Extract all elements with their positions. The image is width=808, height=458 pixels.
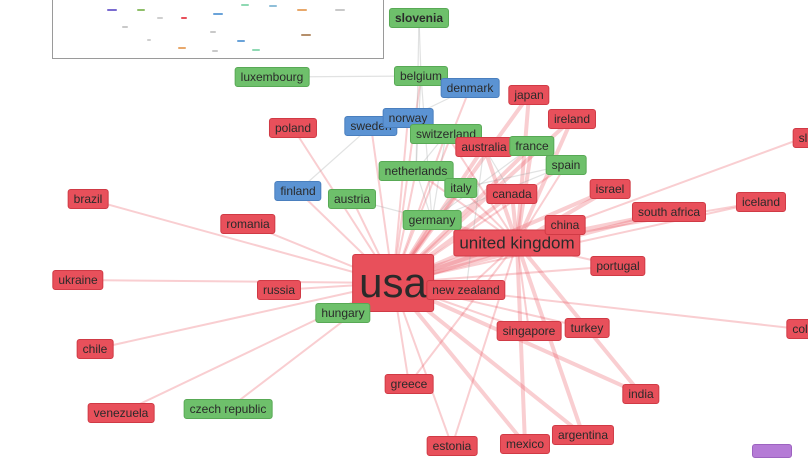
node-india[interactable]: india — [622, 384, 660, 404]
node-netherlands[interactable]: netherlands — [378, 161, 454, 181]
node-romania[interactable]: romania — [220, 214, 276, 234]
minimap-node — [237, 40, 245, 42]
node-australia[interactable]: australia — [455, 137, 513, 157]
node-russia[interactable]: russia — [256, 280, 302, 300]
node-brazil[interactable]: brazil — [67, 189, 109, 209]
edge-usa-denmark — [392, 87, 471, 284]
node-germany[interactable]: germany — [402, 210, 462, 230]
node-estonia[interactable]: estonia — [426, 436, 478, 456]
minimap-node — [181, 17, 187, 19]
node-italy[interactable]: italy — [444, 178, 478, 198]
edge-sweden-finland — [297, 125, 372, 192]
edge-uk-estonia — [451, 242, 518, 447]
minimap-node — [297, 9, 307, 11]
node-new-zealand[interactable]: new zealand — [426, 280, 506, 300]
node-ireland[interactable]: ireland — [547, 109, 597, 129]
edge-uk-mexico — [515, 242, 527, 445]
node-france[interactable]: france — [509, 136, 555, 156]
edge-uk-japan — [515, 94, 531, 244]
node-spain[interactable]: spain — [545, 155, 587, 175]
minimap-node — [213, 13, 223, 15]
edge-uk-singapore — [516, 242, 530, 332]
node-finland[interactable]: finland — [274, 181, 322, 201]
node-slovenia[interactable]: slovenia — [388, 8, 450, 28]
edge-germany-france — [431, 145, 533, 221]
node-partial-sl[interactable]: sl — [792, 128, 808, 148]
node-venezuela[interactable]: venezuela — [87, 403, 155, 423]
node-sweden[interactable]: sweden — [344, 116, 398, 136]
minimap-node — [147, 39, 151, 41]
node-iceland[interactable]: iceland — [735, 192, 787, 212]
node-austria[interactable]: austria — [327, 189, 377, 209]
node-usa[interactable]: usa — [352, 254, 434, 312]
node-japan[interactable]: japan — [508, 85, 550, 105]
node-greece[interactable]: greece — [384, 374, 434, 394]
node-portugal[interactable]: portugal — [590, 256, 646, 276]
minimap-node — [107, 9, 117, 11]
node-argentina[interactable]: argentina — [551, 425, 615, 445]
edge-uk-greece — [408, 242, 518, 385]
node-israel[interactable]: israel — [589, 179, 631, 199]
edge-uk-ireland — [515, 118, 574, 244]
node-ukraine[interactable]: ukraine — [52, 270, 104, 290]
node-mexico[interactable]: mexico — [499, 434, 551, 454]
minimap-node — [335, 9, 345, 11]
node-belgium[interactable]: belgium — [393, 66, 449, 86]
node-chile[interactable]: chile — [76, 339, 114, 359]
node-south-africa[interactable]: south africa — [631, 202, 707, 222]
edge-usa-ukraine — [77, 279, 394, 284]
node-uk[interactable]: united kingdom — [453, 229, 581, 257]
edge-usa-chile — [94, 282, 394, 350]
node-china[interactable]: china — [544, 215, 586, 235]
minimap-node — [241, 4, 249, 6]
node-poland[interactable]: poland — [268, 118, 318, 138]
node-norway[interactable]: norway — [382, 108, 434, 128]
minimap-node — [210, 31, 216, 33]
node-singapore[interactable]: singapore — [496, 321, 562, 341]
node-partial-purple[interactable] — [752, 444, 792, 458]
minimap-node — [301, 34, 311, 36]
edge-australia-new_zealand — [465, 146, 485, 291]
node-czech-republic[interactable]: czech republic — [183, 399, 273, 419]
node-canada[interactable]: canada — [486, 184, 538, 204]
minimap-overview[interactable] — [52, 0, 384, 59]
minimap-node — [252, 49, 260, 51]
node-turkey[interactable]: turkey — [564, 318, 610, 338]
minimap-node — [269, 5, 277, 7]
edge-netherlands-slovenia — [415, 17, 420, 172]
minimap-node — [178, 47, 186, 49]
edge-usa-brazil — [87, 198, 394, 284]
minimap-node — [137, 9, 145, 11]
edge-germany-belgium — [420, 75, 433, 221]
minimap-node — [157, 17, 163, 19]
minimap-node — [122, 26, 128, 28]
node-hungary[interactable]: hungary — [315, 303, 371, 323]
node-luxembourg[interactable]: luxembourg — [234, 67, 310, 87]
minimap-node — [212, 50, 218, 52]
node-partial-col[interactable]: col — [786, 319, 808, 339]
node-denmark[interactable]: denmark — [440, 78, 500, 98]
